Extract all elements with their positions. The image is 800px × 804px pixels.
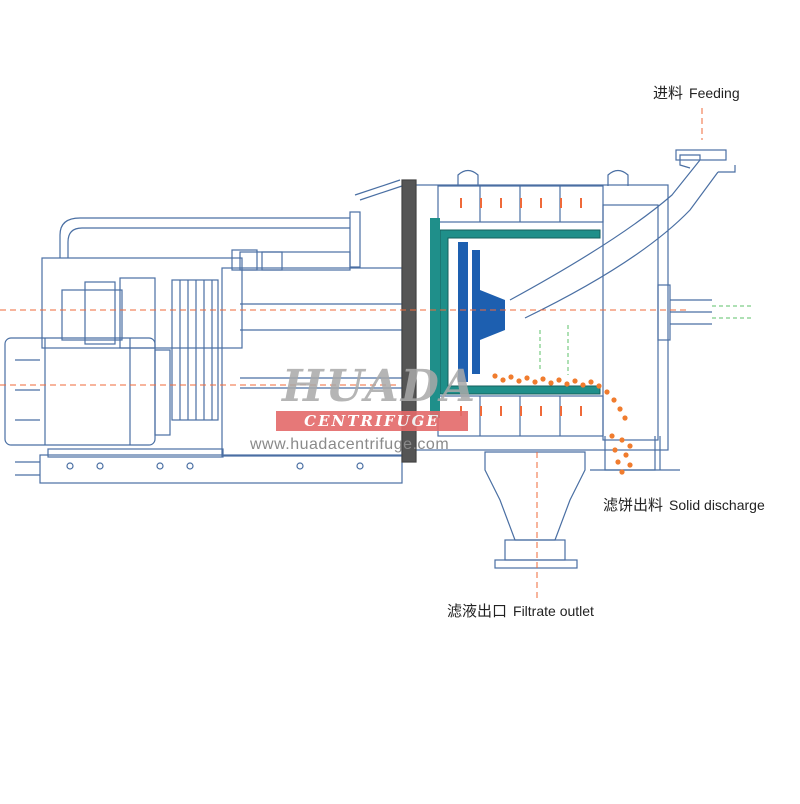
- watermark-sub: CENTRIFUGE: [276, 411, 468, 431]
- filtrate-hopper: [484, 451, 586, 541]
- base-frame: [39, 454, 403, 484]
- motor: [4, 337, 156, 446]
- motor-base: [47, 448, 224, 458]
- flow-lines: [0, 108, 703, 598]
- feeding-label-cn: 进料: [653, 84, 684, 102]
- watermark-url: www.huadacentrifuge.com: [250, 436, 450, 453]
- feeding-label-en: Feeding: [689, 85, 740, 101]
- feed-flange: [675, 149, 727, 161]
- filtrate-label-en: Filtrate outlet: [513, 603, 594, 619]
- cake-particles: [492, 373, 633, 475]
- watermark-brand: HUADA: [282, 361, 478, 412]
- solid-label-cn: 滤饼出料: [603, 496, 664, 514]
- front-cover: [401, 179, 417, 463]
- filtrate-outlet-label: 滤液出口 Filtrate outlet: [447, 600, 594, 621]
- belt-pulley: [171, 279, 219, 421]
- solid-discharge-label: 滤饼出料 Solid discharge: [603, 494, 765, 515]
- feed-pipe: [509, 159, 701, 301]
- feeding-label: 进料 Feeding: [653, 82, 740, 103]
- green-flow-lines: [539, 305, 752, 375]
- solid-label-en: Solid discharge: [669, 497, 765, 513]
- filtrate-label-cn: 滤液出口: [447, 602, 508, 620]
- basket-drum: [430, 218, 601, 418]
- machine-outline: [4, 149, 736, 569]
